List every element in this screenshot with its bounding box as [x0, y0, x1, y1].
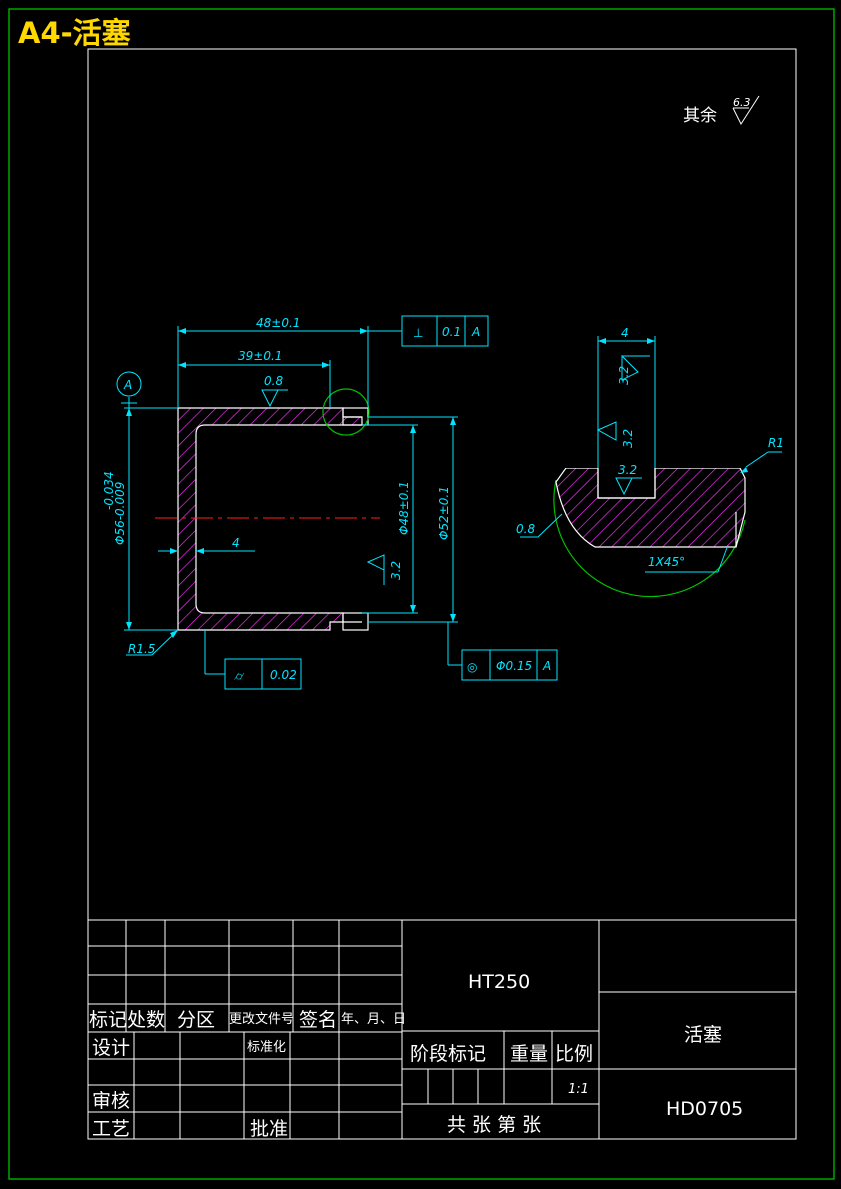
perpendicularity-icon: ⊥	[413, 326, 423, 340]
tb-label-stage-mark: 阶段标记	[410, 1043, 486, 1065]
material-label: HT250	[468, 971, 530, 993]
dim-outer-diameter: Φ56-0.009	[113, 482, 127, 545]
tb-label-standardize: 标准化	[247, 1040, 286, 1055]
detail-chamfer: 1X45°	[648, 555, 685, 569]
tb-label-weight: 重量	[510, 1043, 548, 1065]
outer-border	[8, 8, 835, 1180]
roughness-top-value: 0.8	[264, 374, 283, 388]
cylindricity-icon: ⌭	[234, 669, 245, 683]
part-name: 活塞	[684, 1024, 722, 1046]
coaxiality-icon: ◎	[467, 660, 477, 674]
detail-boundary-arc	[553, 479, 746, 598]
dim-groove-position: 39±0.1	[238, 349, 282, 363]
title-block	[88, 919, 796, 1139]
piston-end-ring	[342, 407, 369, 631]
detail-roughness-edge: 0.8	[516, 522, 535, 536]
cylindricity-value: 0.02	[270, 668, 297, 682]
tb-label-date: 年、月、日	[341, 1012, 406, 1027]
roughness-note-value: 6.3	[733, 96, 751, 109]
drawing-number: HD0705	[666, 1098, 743, 1120]
roughness-symbol-icon	[732, 95, 760, 126]
coaxiality-datum: A	[542, 659, 551, 673]
cylindricity-frame	[224, 658, 302, 690]
tb-label-approve: 批准	[250, 1118, 288, 1140]
perpendicularity-value: 0.1	[442, 325, 461, 339]
tb-label-scale: 比例	[555, 1043, 593, 1065]
detail-radius: R1	[768, 436, 784, 450]
roughness-note-label: 其余	[683, 106, 717, 126]
piston-section	[177, 407, 363, 631]
tb-label-design: 设计	[92, 1037, 130, 1059]
main-view: A 48±0.1 39±0.1 0.8 4 R1.5 Φ56-0.009 -0.…	[102, 315, 558, 690]
tb-label-process: 工艺	[92, 1118, 130, 1140]
tb-label-zone: 分区	[177, 1009, 215, 1031]
coaxiality-frame	[461, 649, 558, 681]
tb-label-sign: 签名	[299, 1009, 337, 1031]
coaxiality-value: Φ0.15	[496, 659, 532, 673]
detail-view: 4 3.2 3.2 3.2 R1 0.8 1X45°	[516, 326, 784, 598]
tb-label-change-doc: 更改文件号	[229, 1012, 294, 1027]
scale-value: 1:1	[568, 1082, 589, 1097]
sheet-title: A4-活塞	[18, 16, 131, 50]
datum-a-icon	[116, 371, 142, 397]
perpendicularity-frame	[401, 315, 489, 347]
detail-roughness-3: 3.2	[618, 463, 637, 477]
tb-label-mark: 标记	[89, 1009, 127, 1031]
inner-border	[87, 48, 797, 1140]
tb-label-sheets: 共 张 第 张	[447, 1114, 541, 1136]
dim-overall-length: 48±0.1	[256, 316, 300, 330]
tb-label-review: 审核	[92, 1090, 130, 1112]
bore-roughness-value: 3.2	[389, 561, 403, 580]
detail-groove-width: 4	[621, 326, 629, 340]
detail-roughness-1: 3.2	[617, 366, 631, 385]
detail-circle	[322, 388, 370, 436]
tb-label-count: 处数	[127, 1009, 165, 1031]
dim-outer-diameter-tol: -0.034	[102, 471, 116, 510]
dim-groove-diameter: Φ52±0.1	[437, 486, 451, 540]
detail-roughness-2: 3.2	[621, 429, 635, 448]
detail-section	[555, 468, 746, 548]
perpendicularity-datum: A	[471, 325, 480, 339]
datum-a-label: A	[123, 378, 132, 392]
dim-fillet: R1.5	[128, 642, 155, 656]
dim-bore-diameter: Φ48±0.1	[397, 481, 411, 535]
dim-wall-thickness: 4	[232, 536, 240, 550]
